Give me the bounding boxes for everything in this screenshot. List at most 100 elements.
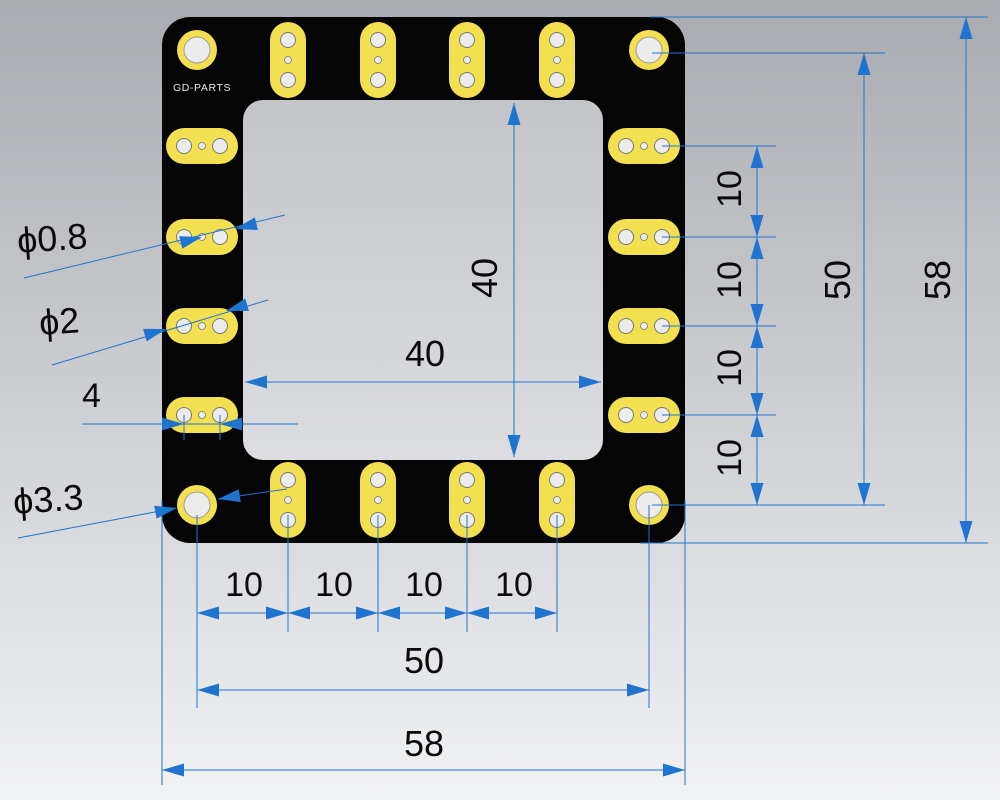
dimension-arrow (235, 217, 258, 231)
hole-large (370, 72, 386, 88)
dimension-arrow (507, 103, 521, 125)
dimension-arrow (378, 606, 400, 620)
dim-bottom-pitch-4: 10 (495, 566, 533, 604)
dimension-arrow (220, 417, 242, 431)
hole-large (459, 32, 475, 48)
hole-large (280, 32, 296, 48)
dimension-arrow (663, 763, 685, 777)
hole-small (284, 56, 292, 64)
dimension-arrow (356, 606, 378, 620)
center-window (243, 100, 603, 460)
dim-right-pitch-3: 10 (711, 349, 749, 387)
dim-bottom-pitch-2: 10 (315, 566, 353, 604)
dimension-arrows (143, 17, 973, 777)
hole-large (212, 318, 228, 334)
dimension-arrow (266, 606, 288, 620)
dim-right-pitch-2: 10 (711, 261, 749, 299)
hole-small (640, 322, 648, 330)
dimension-arrow (445, 606, 467, 620)
pcb-board: GD-PARTS (162, 17, 685, 543)
pad-horizontal (608, 219, 680, 255)
dimension-arrow (750, 146, 764, 168)
dimension-arrow (162, 763, 184, 777)
pad-vertical (449, 22, 485, 98)
pad-vertical (539, 22, 575, 98)
dimension-arrow (750, 237, 764, 259)
board-label: GD-PARTS (173, 82, 231, 94)
dimension-arrow (579, 375, 601, 389)
dimension-arrow (197, 683, 219, 697)
dim-board-height: 58 (917, 260, 958, 300)
dimension-arrow (750, 304, 764, 326)
dimension-arrow (288, 606, 310, 620)
dim-board-width: 58 (404, 723, 444, 764)
mount-hole (177, 30, 217, 70)
dimension-arrow (750, 215, 764, 237)
dimension-arrow (162, 417, 184, 431)
dimension-arrow (507, 435, 521, 457)
pad-vertical (360, 22, 396, 98)
hole-small (374, 56, 382, 64)
dimension-arrow (467, 606, 489, 620)
hole-large (618, 229, 634, 245)
hole-large (549, 472, 565, 488)
hole-small (198, 322, 206, 330)
dim-window-width: 40 (405, 333, 445, 374)
dimension-arrow (959, 521, 973, 543)
hole-large (370, 32, 386, 48)
pad-vertical (360, 462, 396, 538)
hole-large (618, 407, 634, 423)
hole-large (549, 72, 565, 88)
dim-hole-small: ϕ0.8 (16, 215, 89, 261)
dim-bottom-pitch-3: 10 (405, 566, 443, 604)
dim-mount-hole: ϕ3.3 (12, 476, 85, 522)
hole-large (459, 72, 475, 88)
hole-large (549, 32, 565, 48)
dim-right-pitch-1: 10 (711, 170, 749, 208)
dim-hole-spacing: 4 (82, 377, 101, 415)
dimension-line (17, 507, 177, 539)
hole-small (374, 496, 382, 504)
dim-right-pitch-4: 10 (711, 439, 749, 477)
hole-small (640, 233, 648, 241)
pad-horizontal (166, 128, 238, 164)
pad-horizontal (608, 397, 680, 433)
pad-vertical (270, 22, 306, 98)
dim-hole-medium: ϕ2 (38, 299, 81, 343)
dimension-arrow (218, 489, 241, 503)
dimension-arrow (627, 683, 649, 697)
pad-vertical (449, 462, 485, 538)
dimension-arrow (535, 606, 557, 620)
hole-large (212, 229, 228, 245)
pad-horizontal (608, 128, 680, 164)
dim-mount-span-vertical: 50 (817, 260, 858, 300)
hole-small (198, 142, 206, 150)
dim-mount-span-horizontal: 50 (404, 640, 444, 681)
dim-window-height: 40 (464, 258, 505, 298)
hole-small (640, 142, 648, 150)
pad-horizontal (166, 397, 238, 433)
dimension-arrow (750, 415, 764, 437)
hole-small (284, 496, 292, 504)
dimension-arrow (857, 483, 871, 505)
dimension-arrow (154, 505, 177, 519)
hole-small (640, 411, 648, 419)
mount-hole (177, 485, 217, 525)
mount-hole-bore (635, 36, 663, 64)
dimension-arrow (245, 375, 267, 389)
dimension-labels: ϕ0.8 ϕ2 4 ϕ3.3 40 40 10 10 10 10 50 58 1… (12, 170, 958, 764)
hole-large (176, 318, 192, 334)
dimension-arrow (750, 483, 764, 505)
hole-large (618, 138, 634, 154)
mount-hole (629, 30, 669, 70)
dimension-arrow (750, 393, 764, 415)
dimension-arrow (179, 236, 202, 249)
pad-vertical (539, 462, 575, 538)
dimension-arrow (143, 328, 166, 342)
pad-horizontal (608, 308, 680, 344)
dimension-arrow (750, 326, 764, 348)
mount-hole-bore (183, 491, 211, 519)
hole-large (280, 472, 296, 488)
hole-large (176, 138, 192, 154)
